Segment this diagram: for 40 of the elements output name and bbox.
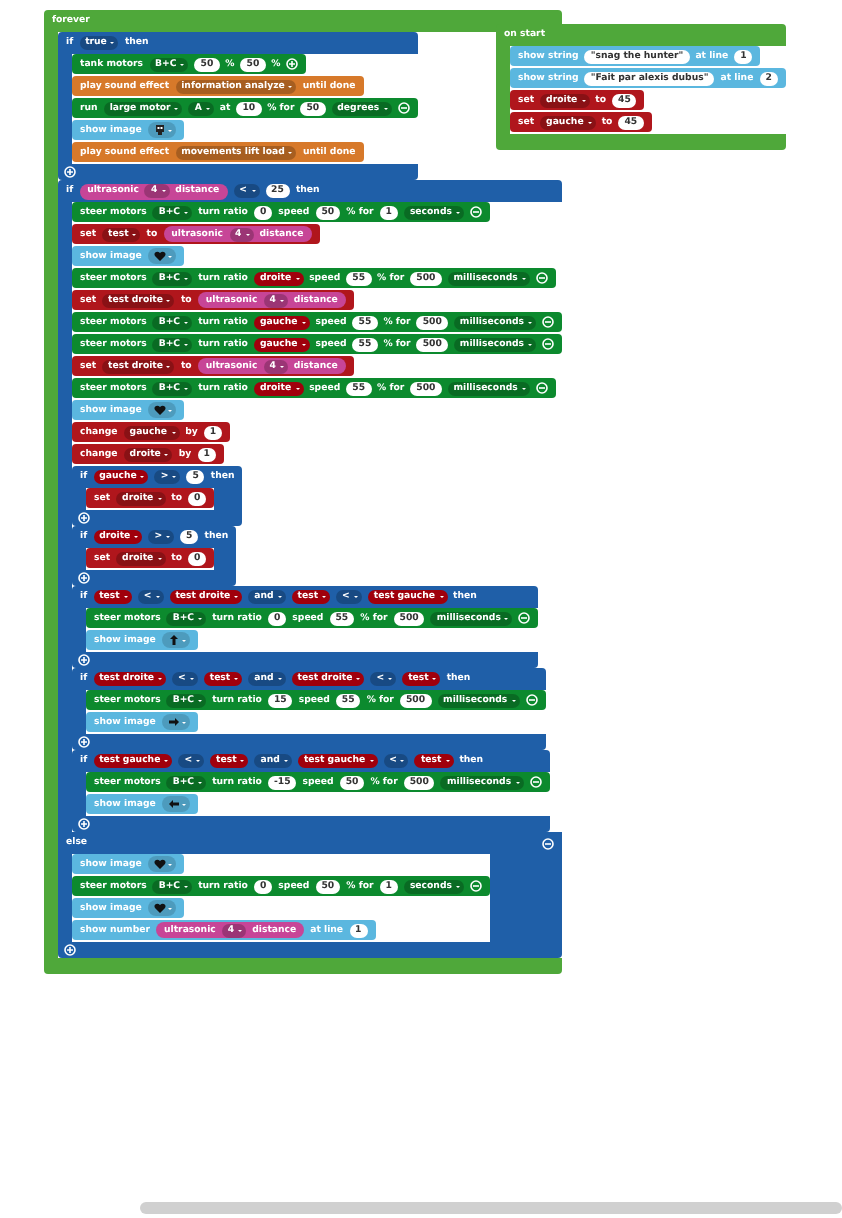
motor-block xyxy=(72,378,556,398)
motor-block xyxy=(72,312,563,332)
if-block xyxy=(58,180,563,958)
sound-block xyxy=(72,142,364,162)
motor-block xyxy=(86,690,546,710)
if-block xyxy=(58,32,418,180)
variable-block xyxy=(72,356,354,376)
display-block xyxy=(86,712,198,732)
variable-block xyxy=(510,90,645,110)
if-block xyxy=(72,586,539,668)
display-block xyxy=(86,794,198,814)
display-block xyxy=(72,898,184,918)
motor-block xyxy=(72,876,490,896)
motor-block xyxy=(72,334,563,354)
variable-block xyxy=(72,290,354,310)
display-block xyxy=(72,920,376,940)
variable-block xyxy=(72,224,320,244)
variable-block xyxy=(72,444,224,464)
variable-block xyxy=(510,112,652,132)
motor-block xyxy=(72,268,556,288)
event-block xyxy=(496,24,786,150)
motor-block xyxy=(72,98,418,118)
variable-block xyxy=(72,422,231,442)
motor-block xyxy=(72,54,307,74)
display-block xyxy=(86,630,198,650)
motor-block xyxy=(86,608,539,628)
display-block xyxy=(510,46,761,66)
display-block xyxy=(72,400,184,420)
sound-block xyxy=(72,76,364,96)
display-block xyxy=(72,120,184,140)
if-block xyxy=(72,668,546,750)
variable-block xyxy=(86,488,215,508)
motor-block xyxy=(86,772,550,792)
display-block xyxy=(510,68,786,88)
display-block xyxy=(72,246,184,266)
display-block xyxy=(72,854,184,874)
if-block xyxy=(72,526,237,586)
motor-block xyxy=(72,202,490,222)
if-block xyxy=(72,466,243,526)
variable-block xyxy=(86,548,215,568)
